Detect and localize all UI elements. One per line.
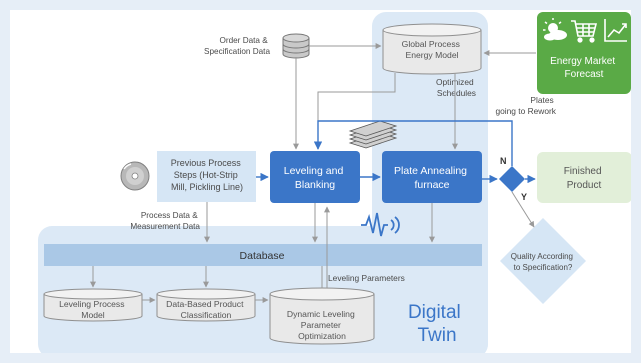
sensor-wave-icon — [361, 212, 400, 237]
decision-yes-label: Y — [521, 192, 527, 202]
energy-market-line-2: Forecast — [565, 69, 604, 80]
energy-market-forecast: Energy Market Forecast — [537, 12, 631, 94]
database-bar — [44, 244, 482, 266]
leveling-process-model: Leveling Process Model — [43, 288, 143, 322]
leveling-blanking-label: Leveling and Blanking — [284, 165, 346, 191]
svg-text:Data-Based Product Cla: Data-Based Product Classification — [166, 299, 246, 320]
database-label: Database — [240, 250, 285, 262]
quality-check-diamond — [500, 218, 586, 304]
shopping-cart-icon — [571, 20, 598, 43]
plates-stack-icon — [348, 120, 398, 149]
leveling-blanking-box — [270, 151, 360, 203]
line-chart-icon — [604, 19, 627, 42]
finished-product-box — [537, 152, 632, 203]
order-data-label: Order Data & Specification Data — [204, 36, 270, 56]
database-cylinder-icon — [282, 33, 310, 59]
plate-annealing-box — [382, 151, 482, 203]
finished-product-label: Finished Product — [564, 166, 605, 191]
global-process-energy-model: Global Process Energy Model — [382, 23, 482, 75]
global-model-line-2: Energy Model — [405, 50, 458, 60]
svg-text:Global Process Energy: Global Process Energy Model — [402, 39, 463, 60]
previous-process-steps-label: Previous Process Steps (Hot-Strip Mill, … — [171, 158, 244, 192]
optimized-schedules-label: Optimized Schedules — [436, 77, 476, 98]
process-data-label: Process Data & Measurement Data — [130, 211, 200, 231]
plates-rework-label: Plates going to Rework — [495, 95, 556, 116]
global-model-line-1: Global Process — [402, 39, 460, 49]
previous-process-steps-box — [157, 151, 256, 202]
leveling-parameters-label: Leveling Parameters — [328, 273, 405, 283]
blue-connectors — [256, 120, 536, 184]
dynamic-leveling-optimization: Dynamic Leveling Parameter Optimization — [269, 287, 375, 345]
svg-text:Energy Market Forecast: Energy Market Forecast — [550, 56, 618, 80]
svg-text:Dynamic Leveling Param: Dynamic Leveling Parameter Optimization — [287, 309, 357, 341]
sun-cloud-icon — [543, 18, 567, 41]
cd-disc-icon — [120, 161, 150, 191]
plate-annealing-label: Plate Annealing furnace — [394, 165, 470, 191]
data-based-classification: Data-Based Product Classification — [156, 288, 256, 322]
energy-market-line-1: Energy Market — [550, 56, 615, 67]
quality-check-label: Quality According to Specification? — [511, 252, 576, 272]
digital-twin-label: Digital Twin — [408, 302, 466, 346]
svg-text:Leveling Process Model: Leveling Process Model — [59, 299, 127, 320]
decision-diamond — [499, 166, 525, 192]
decision-no-label: N — [500, 156, 507, 166]
